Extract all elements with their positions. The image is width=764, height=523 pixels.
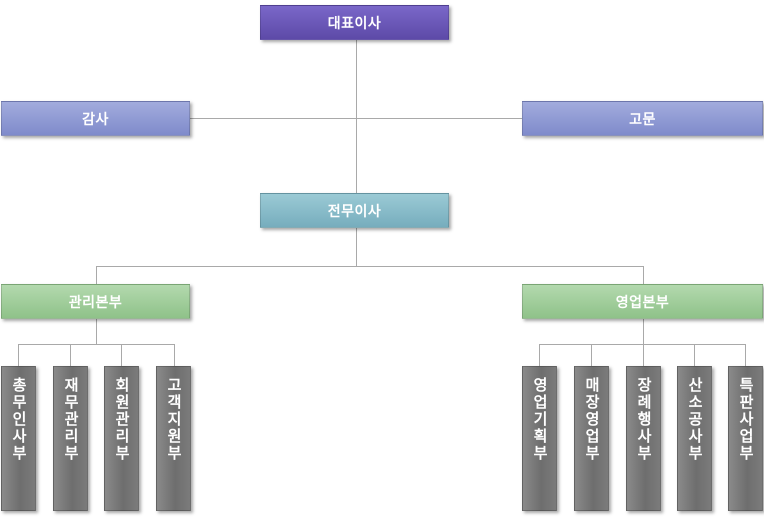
dept-label: 총무인사부 [10,377,28,462]
connector-hq-bar [96,266,644,267]
connector-mgmt-drop [96,266,97,284]
ceo-label: 대표이사 [327,15,382,32]
connector-sales-dept-1 [539,344,540,366]
dept-box-special-sales: 특판사업부 [728,366,763,511]
dept-label: 회원관리부 [113,377,131,462]
management-hq-box: 관리본부 [1,284,190,319]
connector-sales-dept-3 [643,344,644,366]
dept-label: 영업기획부 [531,377,549,462]
dept-label: 장례행사부 [635,377,653,462]
dept-label: 매장영업부 [583,377,601,462]
connector-sales-dept-bar [539,344,746,345]
dept-label: 특판사업부 [737,377,755,462]
connector-mgmt-dept-bar [18,344,175,345]
audit-label: 감사 [82,111,109,128]
dept-box-store-sales: 매장영업부 [574,366,609,511]
sales-hq-box: 영업본부 [522,284,763,319]
connector-sales-drop [643,266,644,284]
sales-hq-label: 영업본부 [615,294,670,311]
dept-box-general-affairs: 총무인사부 [1,366,36,511]
dept-box-finance: 재무관리부 [53,366,88,511]
dept-label: 재무관리부 [62,377,80,462]
connector-audit-advisor [190,118,522,119]
connector-sales-dept-5 [745,344,746,366]
connector-sales-dept-2 [591,344,592,366]
connector-sales-dept-4 [694,344,695,366]
advisor-label: 고문 [629,111,656,128]
dept-box-funeral-events: 장례행사부 [626,366,661,511]
dept-label: 산소공사부 [686,377,704,462]
dept-box-customer-support: 고객지원부 [156,366,191,511]
dept-box-grave-construction: 산소공사부 [677,366,712,511]
dept-box-sales-planning: 영업기획부 [522,366,557,511]
connector-ceo-exec [356,40,357,193]
connector-mgmt-dept-1 [18,344,19,366]
connector-mgmt-down [96,319,97,344]
executive-label: 전무이사 [327,203,382,220]
advisor-box: 고문 [522,101,763,136]
connector-mgmt-dept-3 [121,344,122,366]
connector-exec-down [356,228,357,266]
connector-mgmt-dept-4 [174,344,175,366]
connector-sales-down [643,319,644,344]
executive-box: 전무이사 [260,193,449,228]
ceo-box: 대표이사 [260,5,449,40]
dept-box-membership: 회원관리부 [104,366,139,511]
connector-mgmt-dept-2 [70,344,71,366]
audit-box: 감사 [1,101,190,136]
management-hq-label: 관리본부 [68,294,123,311]
dept-label: 고객지원부 [165,377,183,462]
